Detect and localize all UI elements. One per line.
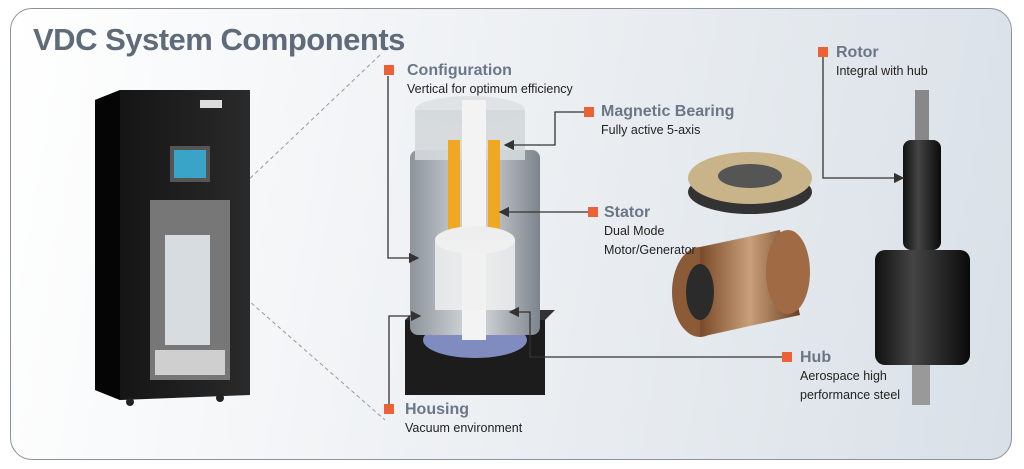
hub-desc-1: Aerospace high [800, 369, 887, 383]
hub-desc-2: performance steel [800, 388, 901, 402]
page-title: VDC System Components [33, 22, 405, 57]
magnetic-bearing-marker [584, 107, 594, 117]
label-magnetic-bearing: Magnetic Bearing Fully active 5-axis [601, 103, 734, 140]
stator-title: Stator [604, 204, 651, 221]
configuration-title: Configuration [407, 62, 512, 79]
magnetic-bearing-image [688, 152, 812, 214]
label-stator: Stator Dual Mode Motor/Generator [604, 204, 696, 260]
flywheel-cutaway-image [405, 96, 555, 395]
stator-image [672, 230, 810, 337]
label-configuration: Configuration Vertical for optimum effic… [407, 62, 573, 99]
rotor-marker [818, 47, 828, 57]
magnetic-bearing-title: Magnetic Bearing [601, 103, 735, 120]
stator-desc-1: Dual Mode [604, 224, 665, 238]
configuration-marker [384, 65, 394, 75]
label-rotor: Rotor Integral with hub [836, 44, 928, 81]
vdc-cabinet-image [95, 90, 250, 406]
configuration-desc: Vertical for optimum efficiency [407, 82, 573, 96]
hub-marker [782, 352, 792, 362]
rotor-image [875, 90, 970, 405]
zoom-guide-lines [221, 54, 386, 421]
housing-title: Housing [405, 401, 469, 418]
label-hub: Hub Aerospace high performance steel [800, 349, 900, 405]
housing-marker [384, 404, 394, 414]
label-housing: Housing Vacuum environment [405, 401, 522, 438]
stator-marker [588, 207, 598, 217]
stator-desc-2: Motor/Generator [604, 243, 696, 257]
magnetic-bearing-desc: Fully active 5-axis [601, 123, 701, 137]
hub-title: Hub [800, 349, 832, 366]
rotor-desc: Integral with hub [836, 64, 928, 78]
leader-lines [387, 52, 905, 409]
housing-desc: Vacuum environment [405, 421, 523, 435]
rotor-title: Rotor [836, 44, 879, 61]
